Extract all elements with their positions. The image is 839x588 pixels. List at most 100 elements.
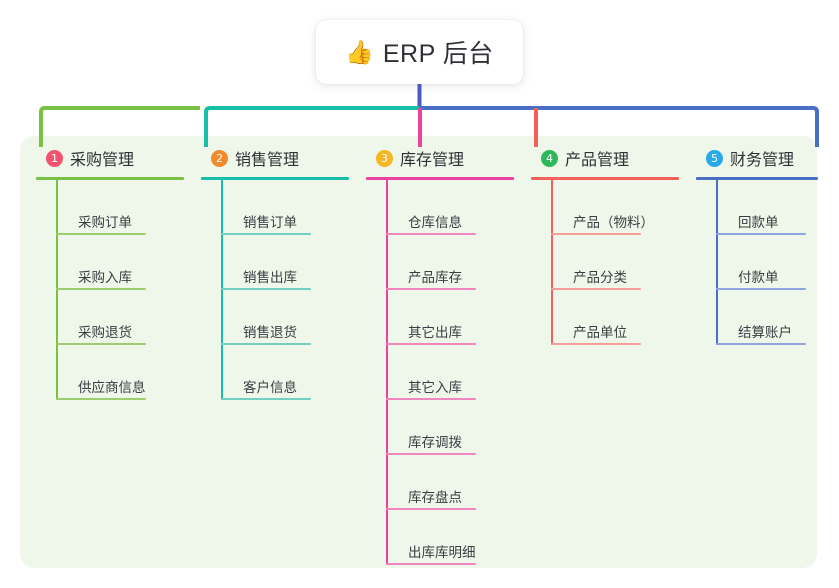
branch-underline-5 bbox=[696, 177, 818, 180]
leaf-label: 仓库信息 bbox=[408, 215, 462, 230]
leaf-item[interactable]: 销售退货 bbox=[221, 290, 349, 345]
leaf-item[interactable]: 付款单 bbox=[716, 235, 818, 290]
branch-underline-2 bbox=[201, 177, 349, 180]
leaf-label: 库存调拨 bbox=[408, 435, 462, 450]
leaf-list-4: 产品（物料） 产品分类产品单位 bbox=[551, 180, 679, 345]
leaf-item[interactable]: 采购订单 bbox=[56, 180, 184, 235]
leaf-label: 供应商信息 bbox=[78, 380, 146, 395]
leaf-underline bbox=[56, 288, 146, 290]
leaf-underline bbox=[56, 398, 146, 400]
branch-underline-4 bbox=[531, 177, 679, 180]
leaf-label: 销售出库 bbox=[243, 270, 297, 285]
branch-title-1: 采购管理 bbox=[70, 152, 135, 169]
leaf-underline bbox=[551, 343, 641, 345]
branch-title-4: 产品管理 bbox=[565, 152, 630, 169]
leaf-underline bbox=[221, 398, 311, 400]
leaf-label: 出库库明细 bbox=[408, 545, 476, 560]
leaf-item[interactable]: 仓库信息 bbox=[386, 180, 514, 235]
root-title: ERP 后台 bbox=[382, 40, 494, 68]
leaf-underline bbox=[386, 563, 476, 565]
leaf-item[interactable]: 采购入库 bbox=[56, 235, 184, 290]
leaf-item[interactable]: 产品单位 bbox=[551, 290, 679, 345]
leaf-item[interactable]: 产品分类 bbox=[551, 235, 679, 290]
branch-badge-4: 4 bbox=[541, 149, 558, 167]
leaf-list-5: 回款单付款单结算账户 bbox=[716, 180, 818, 345]
leaf-underline bbox=[551, 288, 641, 290]
leaf-item[interactable]: 库存调拨 bbox=[386, 400, 514, 455]
leaf-item[interactable]: 出库库明细 bbox=[386, 510, 514, 565]
leaf-underline bbox=[221, 233, 311, 235]
leaf-item[interactable]: 销售订单 bbox=[221, 180, 349, 235]
branch-badge-2: 2 bbox=[211, 149, 228, 167]
leaf-underline bbox=[386, 343, 476, 345]
branch-underline-3 bbox=[366, 177, 514, 180]
branch-title-2: 销售管理 bbox=[235, 152, 300, 169]
leaf-underline bbox=[716, 343, 806, 345]
leaf-item[interactable]: 产品库存 bbox=[386, 235, 514, 290]
leaf-underline bbox=[386, 398, 476, 400]
leaf-underline bbox=[716, 288, 806, 290]
leaf-item[interactable]: 其它出库 bbox=[386, 290, 514, 345]
leaf-item[interactable]: 其它入库 bbox=[386, 345, 514, 400]
leaf-spine-2 bbox=[221, 180, 223, 400]
leaf-item[interactable]: 结算账户 bbox=[716, 290, 818, 345]
leaf-underline bbox=[716, 233, 806, 235]
branch-badge-1: 1 bbox=[46, 149, 63, 167]
leaf-label: 其它入库 bbox=[408, 380, 462, 395]
leaf-list-1: 采购订单采购入库采购退货供应商信息 bbox=[56, 180, 184, 400]
branch-title-3: 库存管理 bbox=[400, 152, 465, 169]
branch-underline-1 bbox=[36, 177, 184, 180]
leaf-label: 销售退货 bbox=[243, 325, 297, 340]
leaf-label: 采购退货 bbox=[78, 325, 132, 340]
leaf-spine-4 bbox=[551, 180, 553, 345]
root-node[interactable]: 👍 ERP 后台 bbox=[316, 20, 523, 84]
branches-panel bbox=[20, 136, 817, 568]
leaf-underline bbox=[386, 453, 476, 455]
leaf-item[interactable]: 库存盘点 bbox=[386, 455, 514, 510]
branch-header-1[interactable]: 1 采购管理 bbox=[36, 146, 184, 170]
leaf-item[interactable]: 回款单 bbox=[716, 180, 818, 235]
leaf-label: 产品单位 bbox=[573, 325, 627, 340]
leaf-item[interactable]: 产品（物料） bbox=[551, 180, 679, 235]
leaf-label: 库存盘点 bbox=[408, 490, 462, 505]
leaf-label: 产品分类 bbox=[573, 270, 627, 285]
branch-column-4: 4 产品管理产品（物料） 产品分类产品单位 bbox=[531, 146, 679, 345]
leaf-label: 结算账户 bbox=[738, 325, 792, 340]
leaf-label: 产品库存 bbox=[408, 270, 462, 285]
branch-column-1: 1 采购管理采购订单采购入库采购退货供应商信息 bbox=[36, 146, 184, 400]
thumbs-up-icon: 👍 bbox=[345, 38, 374, 65]
leaf-underline bbox=[551, 233, 641, 235]
branch-header-3[interactable]: 3 库存管理 bbox=[366, 146, 514, 170]
branch-badge-5: 5 bbox=[706, 149, 723, 167]
leaf-underline bbox=[386, 233, 476, 235]
leaf-list-2: 销售订单销售出库销售退货客户信息 bbox=[221, 180, 349, 400]
branch-header-2[interactable]: 2 销售管理 bbox=[201, 146, 349, 170]
leaf-underline bbox=[56, 233, 146, 235]
leaf-underline bbox=[221, 288, 311, 290]
leaf-item[interactable]: 销售出库 bbox=[221, 235, 349, 290]
leaf-spine-1 bbox=[56, 180, 58, 400]
leaf-spine-3 bbox=[386, 180, 388, 565]
leaf-label: 采购订单 bbox=[78, 215, 132, 230]
leaf-label: 其它出库 bbox=[408, 325, 462, 340]
branch-column-2: 2 销售管理销售订单销售出库销售退货客户信息 bbox=[201, 146, 349, 400]
leaf-spine-5 bbox=[716, 180, 718, 345]
leaf-item[interactable]: 客户信息 bbox=[221, 345, 349, 400]
leaf-item[interactable]: 采购退货 bbox=[56, 290, 184, 345]
leaf-label: 采购入库 bbox=[78, 270, 132, 285]
leaf-underline bbox=[386, 288, 476, 290]
leaf-label: 回款单 bbox=[738, 215, 779, 230]
leaf-underline bbox=[221, 343, 311, 345]
leaf-underline bbox=[386, 508, 476, 510]
leaf-item[interactable]: 供应商信息 bbox=[56, 345, 184, 400]
leaf-label: 付款单 bbox=[738, 270, 779, 285]
leaf-label: 产品（物料） bbox=[573, 215, 654, 230]
branch-header-4[interactable]: 4 产品管理 bbox=[531, 146, 679, 170]
leaf-underline bbox=[56, 343, 146, 345]
leaf-list-3: 仓库信息产品库存其它出库其它入库库存调拨库存盘点出库库明细 bbox=[386, 180, 514, 565]
branch-column-3: 3 库存管理仓库信息产品库存其它出库其它入库库存调拨库存盘点出库库明细 bbox=[366, 146, 514, 565]
branch-badge-3: 3 bbox=[376, 149, 393, 167]
